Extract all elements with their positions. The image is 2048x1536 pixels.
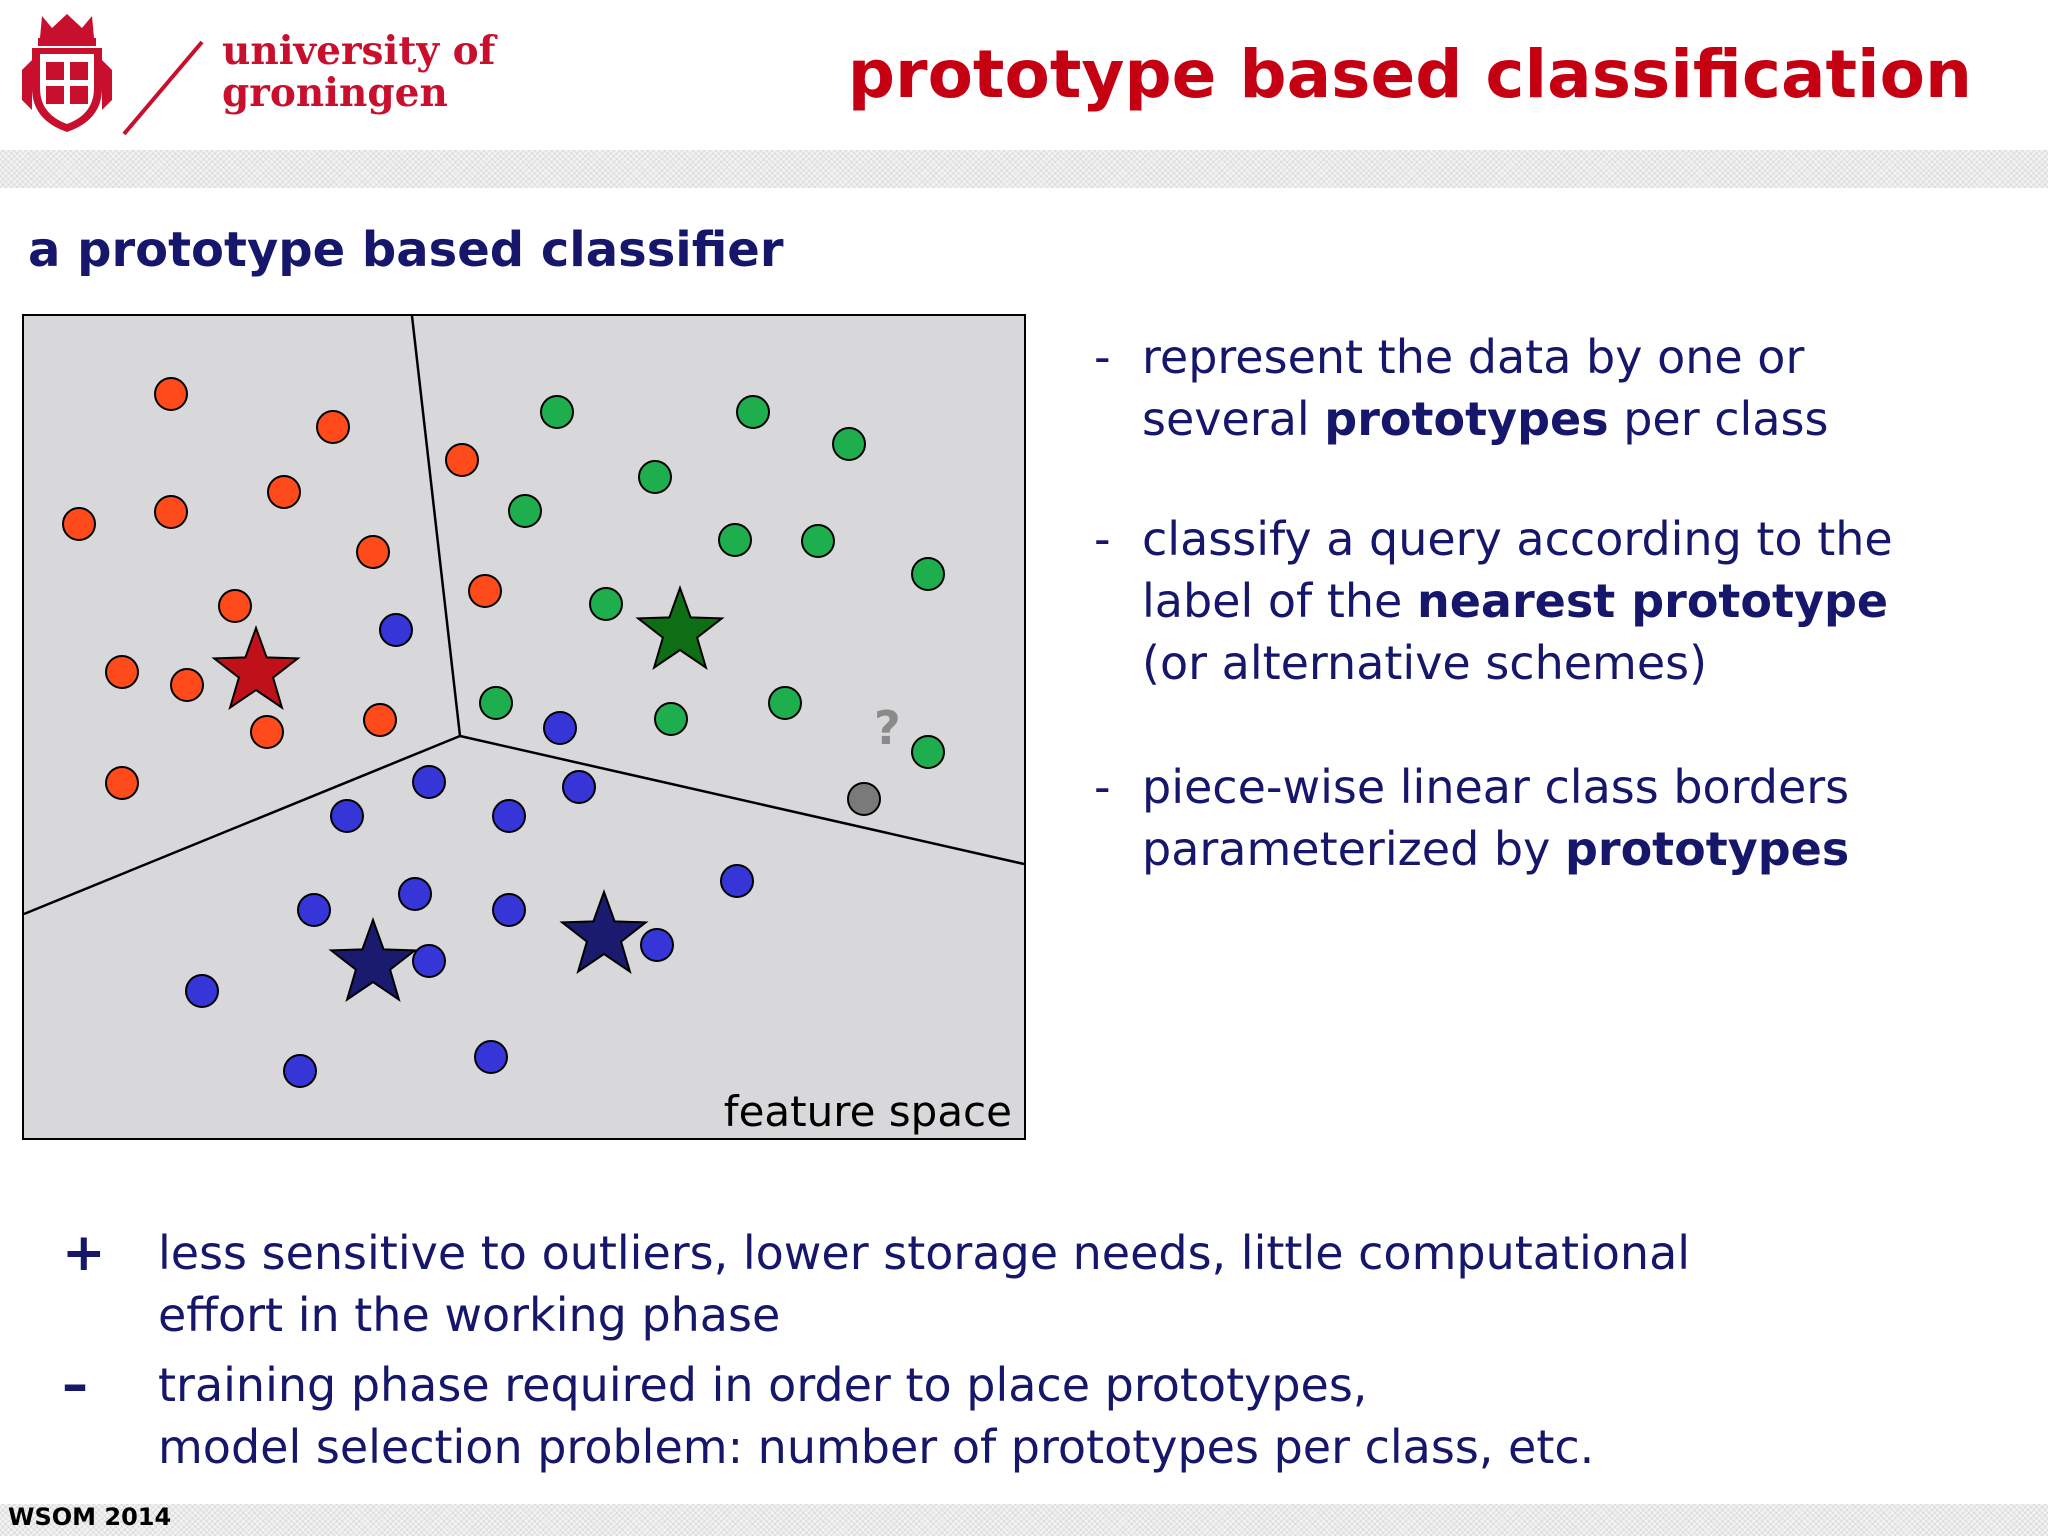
pros-line1: less sensitive to outliers, lower storag…	[158, 1226, 1691, 1280]
cons-text: training phase required in order to plac…	[158, 1354, 1594, 1478]
query-point	[847, 782, 881, 816]
green-class-point	[589, 587, 623, 621]
green-class-point	[540, 395, 574, 429]
university-name-line1: university of	[222, 28, 496, 74]
query-mark: ?	[874, 701, 901, 755]
blue-class-point	[562, 770, 596, 804]
bullet-item-classify: -classify a query according to the label…	[1094, 508, 1994, 694]
minus-icon: –	[62, 1355, 88, 1415]
bullet-emphasis: prototypes	[1324, 392, 1609, 446]
green-prototype-star-icon	[635, 585, 725, 670]
bullet-item-represent: -represent the data by one or several pr…	[1094, 326, 1994, 450]
bullet-line: classify a query according to the	[1142, 512, 1893, 566]
red-class-point	[62, 507, 96, 541]
university-name-line2: groningen	[222, 70, 448, 116]
feature-space-diagram: ? feature space	[22, 314, 1026, 1140]
feature-space-caption: feature space	[724, 1087, 1012, 1136]
red-prototype-star-icon	[211, 625, 301, 710]
class-border-right	[459, 734, 1025, 866]
red-class-point	[105, 766, 139, 800]
class-border-left	[23, 734, 461, 916]
green-class-point	[832, 427, 866, 461]
cons-line2: model selection problem: number of proto…	[158, 1420, 1595, 1474]
plus-icon: +	[62, 1223, 106, 1283]
section-subtitle: a prototype based classifier	[28, 222, 784, 278]
blue-class-point	[412, 944, 446, 978]
header-hatch-band	[0, 150, 2048, 188]
blue-class-point	[492, 893, 526, 927]
blue-prototype-star-icon	[328, 917, 418, 1002]
blue-prototype-star-icon	[559, 889, 649, 974]
green-class-point	[638, 460, 672, 494]
green-class-point	[911, 557, 945, 591]
bullet-list: -represent the data by one or several pr…	[1094, 326, 1994, 938]
green-class-point	[768, 686, 802, 720]
red-class-point	[154, 377, 188, 411]
blue-class-point	[492, 799, 526, 833]
data-points	[62, 377, 945, 1088]
bullet-emphasis: prototypes	[1564, 822, 1850, 876]
red-class-point	[170, 668, 204, 702]
green-class-point	[911, 735, 945, 769]
blue-class-point	[185, 974, 219, 1008]
university-crest-logo	[22, 14, 112, 132]
footer-hatch-band	[0, 1504, 2048, 1536]
bullet-line: label of the	[1142, 574, 1417, 628]
bullet-line: parameterized by	[1142, 822, 1565, 876]
blue-class-point	[283, 1054, 317, 1088]
green-class-point	[654, 702, 688, 736]
green-class-point	[508, 494, 542, 528]
bullet-line: several	[1142, 392, 1325, 446]
bullet-item-borders: -piece-wise linear class borders paramet…	[1094, 756, 1994, 880]
bullet-dash: -	[1094, 760, 1111, 814]
bullet-dash: -	[1094, 512, 1111, 566]
red-class-point	[445, 443, 479, 477]
blue-class-point	[543, 711, 577, 745]
bullet-line: piece-wise linear class borders	[1142, 760, 1850, 814]
blue-class-point	[720, 864, 754, 898]
blue-class-point	[330, 799, 364, 833]
red-class-point	[356, 535, 390, 569]
red-class-point	[218, 589, 252, 623]
red-class-point	[363, 703, 397, 737]
bullet-line: (or alternative schemes)	[1142, 636, 1708, 690]
green-class-point	[736, 395, 770, 429]
class-border-top	[410, 315, 462, 737]
pros-line2: effort in the working phase	[158, 1288, 781, 1342]
university-name: university of groningen	[222, 30, 502, 114]
logo-slash-divider	[122, 40, 204, 136]
slide-title: prototype based classification	[847, 36, 1972, 113]
blue-class-point	[412, 765, 446, 799]
prototypes	[211, 585, 725, 1002]
green-class-point	[718, 523, 752, 557]
red-class-point	[154, 495, 188, 529]
green-class-point	[801, 524, 835, 558]
bullet-dash: -	[1094, 330, 1111, 384]
header-bar	[0, 0, 2048, 150]
green-class-point	[479, 686, 513, 720]
bullet-emphasis: nearest prototype	[1416, 574, 1889, 628]
blue-class-point	[398, 877, 432, 911]
blue-class-point	[640, 928, 674, 962]
cons-line1: training phase required in order to plac…	[158, 1358, 1368, 1412]
footer-label: WSOM 2014	[8, 1503, 172, 1531]
bullet-line: per class	[1608, 392, 1829, 446]
bullet-line: represent the data by one or	[1142, 330, 1805, 384]
blue-class-point	[474, 1040, 508, 1074]
pros-text: less sensitive to outliers, lower storag…	[158, 1222, 1690, 1346]
red-class-point	[105, 655, 139, 689]
red-class-point	[267, 475, 301, 509]
red-class-point	[468, 574, 502, 608]
blue-class-point	[379, 613, 413, 647]
red-class-point	[250, 715, 284, 749]
blue-class-point	[297, 893, 331, 927]
red-class-point	[316, 410, 350, 444]
